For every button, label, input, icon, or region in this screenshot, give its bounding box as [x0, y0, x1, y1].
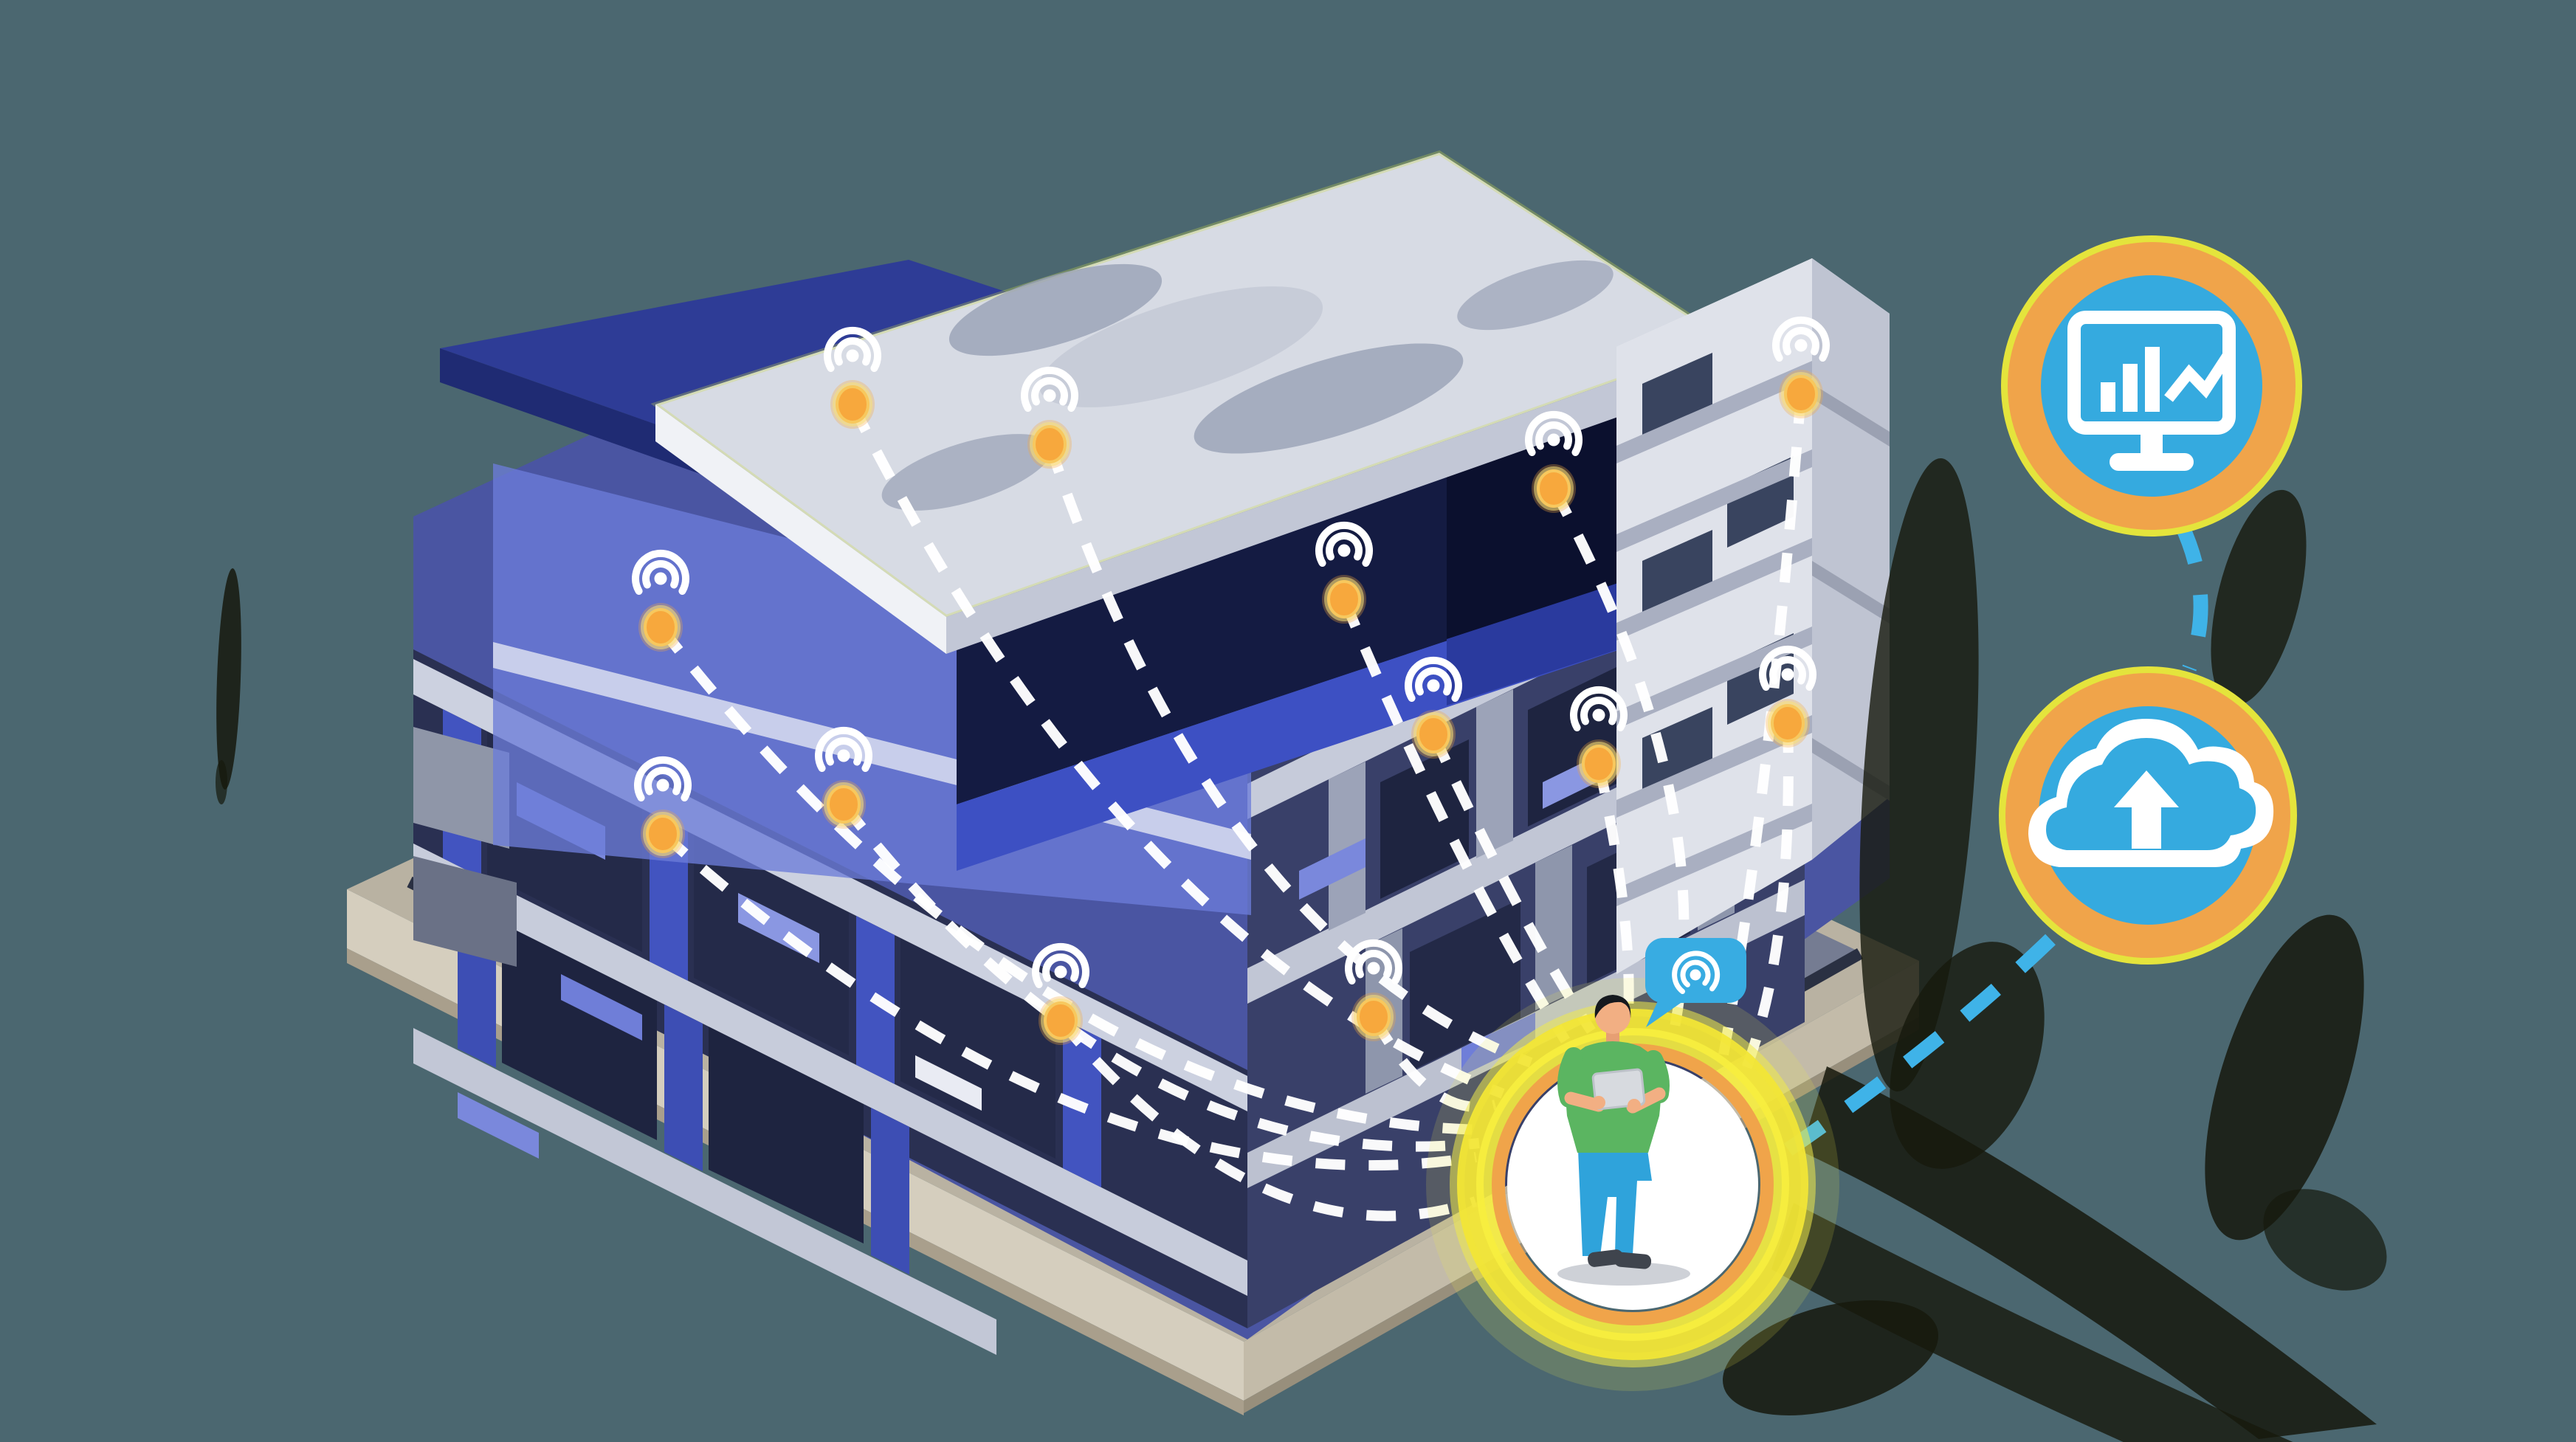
broadcast-sensor-icon	[632, 549, 689, 652]
broadcast-sensor-icon	[1759, 645, 1816, 748]
sensor-markers	[632, 316, 1830, 1045]
sensor-connection	[1368, 1014, 1497, 1113]
person-hub	[1426, 978, 1839, 1391]
sensor-connection	[1594, 762, 1634, 1027]
broadcast-sensor-icon	[634, 756, 692, 858]
person-ground-shadow	[1557, 1262, 1690, 1286]
cloud-glyph	[2028, 719, 2274, 867]
hub-yellow-ring-inner	[1476, 1028, 1789, 1341]
link-analytics-monitor-icon-to-cloud-upload-icon	[2174, 520, 2208, 672]
broadcast-sensor-icon	[1405, 656, 1462, 759]
tablet-device	[1591, 1068, 1646, 1111]
cloud-link-lines	[1773, 520, 2208, 1164]
sensor-connection	[839, 801, 1480, 1152]
hub-outer-glow	[1426, 978, 1839, 1391]
hub-yellow-ring	[1457, 1009, 1808, 1360]
person-hand-right	[1628, 1099, 1641, 1112]
person-jeans	[1578, 1150, 1652, 1256]
broadcast-sensor-icon	[815, 726, 872, 829]
sensor-connection	[1428, 732, 1596, 1034]
sensor-connection	[847, 401, 1505, 1099]
sensor-connection	[1740, 722, 1794, 1074]
sensor-connection	[1339, 597, 1570, 1043]
person-hand-left	[1592, 1096, 1605, 1109]
person-with-tablet	[1557, 995, 1690, 1286]
broadcast-sensor-icon	[1032, 942, 1089, 1045]
broadcast-sensor-icon	[824, 326, 881, 429]
person-shoe-right	[1614, 1252, 1652, 1269]
broadcast-sensor-icon	[1021, 366, 1078, 469]
monitor-rim	[2001, 235, 2302, 537]
cloud-rim	[1999, 666, 2297, 965]
broadcast-sensor-icon	[1772, 316, 1830, 418]
person-shoe-left	[1588, 1249, 1624, 1267]
speech-bubble-tail	[1646, 998, 1683, 1027]
person-head	[1595, 998, 1630, 1034]
sensor-connection	[659, 829, 1478, 1171]
cloud-upload-icon	[1999, 666, 2297, 965]
analytics-monitor-icon	[2001, 235, 2302, 537]
cast-shadows	[216, 458, 2387, 1442]
sensor-connection	[1056, 1017, 1478, 1221]
person-hair	[1594, 995, 1631, 1018]
wifi-broadcast-icon	[1672, 951, 1721, 994]
monitor-glyph	[2067, 311, 2236, 471]
broadcast-sensor-icon	[1570, 686, 1628, 788]
speech-bubble	[1645, 938, 1746, 1027]
link-cloud-upload-icon-to-person-hub	[1773, 934, 2056, 1164]
broadcast-sensor-icon	[1525, 410, 1583, 513]
sensor-connection	[1044, 442, 1533, 1068]
broadcast-sensor-icon	[1315, 521, 1373, 624]
broadcast-sensor-icon	[1345, 939, 1402, 1041]
